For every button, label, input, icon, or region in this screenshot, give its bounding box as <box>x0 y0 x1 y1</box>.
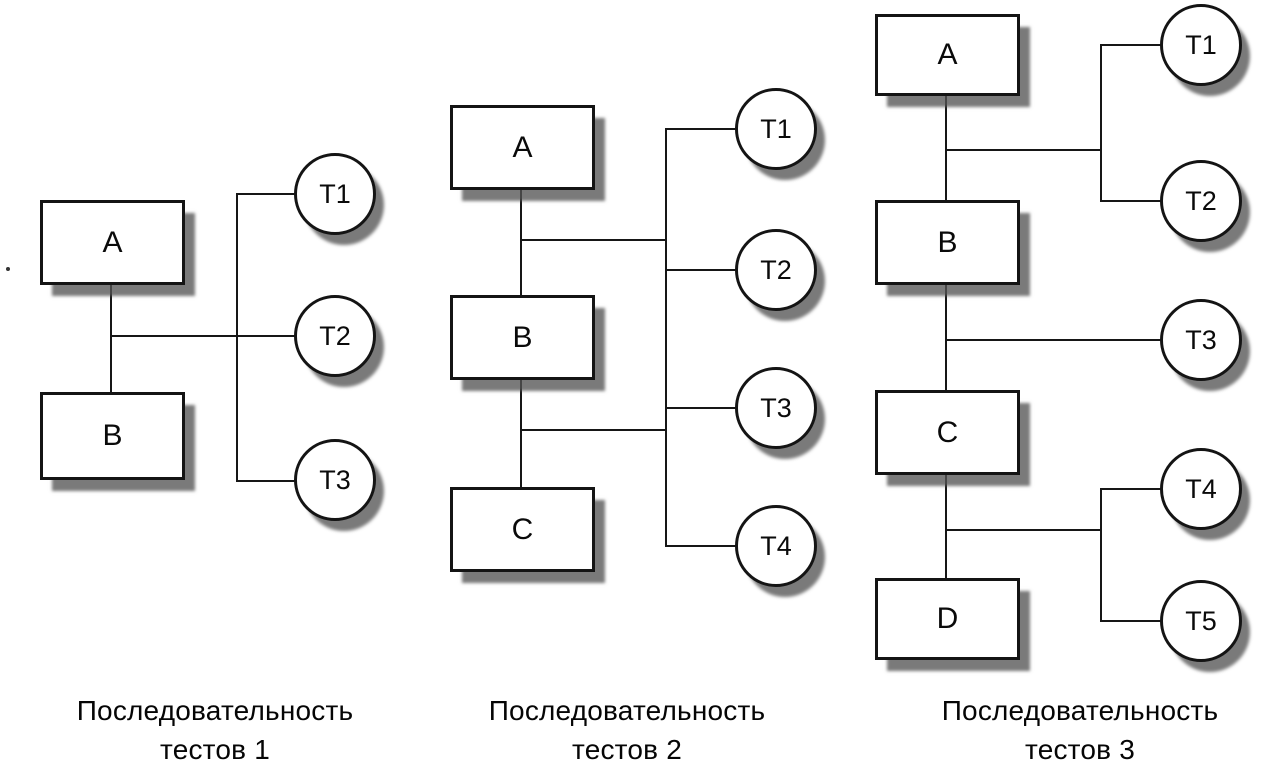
branch-line <box>110 335 238 337</box>
test-node-t3: T3 <box>294 439 376 521</box>
block-c: C <box>450 487 595 572</box>
connector-line <box>520 380 522 487</box>
test-node-t4: T4 <box>735 505 817 587</box>
caption-line: Последовательность <box>488 695 766 726</box>
connector-line <box>945 285 947 390</box>
stub-line <box>1100 200 1161 202</box>
caption-line: тестов 1 <box>160 734 270 765</box>
connector-line <box>945 96 947 200</box>
test-node-t2: T2 <box>1160 160 1242 242</box>
stub-line <box>236 480 296 482</box>
stub-line <box>665 545 736 547</box>
test-node-t1: T1 <box>735 88 817 170</box>
caption-sequence-2: Последовательность тестов 2 <box>437 691 817 769</box>
block-d: D <box>875 578 1020 660</box>
trunk-line <box>1100 488 1102 622</box>
stub-line <box>665 269 736 271</box>
stub-line <box>665 407 736 409</box>
test-node-t3: T3 <box>1160 299 1242 381</box>
caption-line: тестов 2 <box>572 734 682 765</box>
block-b: B <box>40 392 185 480</box>
block-a: A <box>450 105 595 190</box>
branch-line <box>520 429 667 431</box>
branch-line <box>945 149 1102 151</box>
block-b: B <box>450 295 595 380</box>
connector-line <box>945 475 947 578</box>
caption-line: Последовательность <box>76 695 354 726</box>
caption-sequence-1: Последовательность тестов 1 <box>25 691 405 769</box>
trunk-line <box>1100 44 1102 202</box>
caption-line: Последовательность <box>941 695 1219 726</box>
connector-line <box>110 285 112 393</box>
stub-line <box>1100 488 1161 490</box>
test-node-t1: T1 <box>294 153 376 235</box>
test-node-t5: T5 <box>1160 580 1242 662</box>
stray-mark <box>6 267 10 271</box>
caption-sequence-3: Последовательность тестов 3 <box>890 691 1270 769</box>
connector-line <box>520 190 522 295</box>
stub-line <box>1100 620 1161 622</box>
stub-line <box>665 128 736 130</box>
trunk-line <box>236 193 238 482</box>
block-a: A <box>40 200 185 285</box>
test-node-t2: T2 <box>294 295 376 377</box>
stub-line <box>236 193 296 195</box>
stub-line <box>1100 44 1161 46</box>
caption-line: тестов 3 <box>1025 734 1135 765</box>
branch-line <box>945 529 1102 531</box>
stub-line <box>238 335 296 337</box>
block-a: A <box>875 14 1020 96</box>
test-node-t1: T1 <box>1160 4 1242 86</box>
test-node-t4: T4 <box>1160 448 1242 530</box>
branch-line <box>520 239 667 241</box>
block-c: C <box>875 390 1020 475</box>
block-b: B <box>875 200 1020 285</box>
test-node-t2: T2 <box>735 229 817 311</box>
trunk-line <box>665 128 667 547</box>
branch-line <box>945 339 1161 341</box>
test-node-t3: T3 <box>735 367 817 449</box>
